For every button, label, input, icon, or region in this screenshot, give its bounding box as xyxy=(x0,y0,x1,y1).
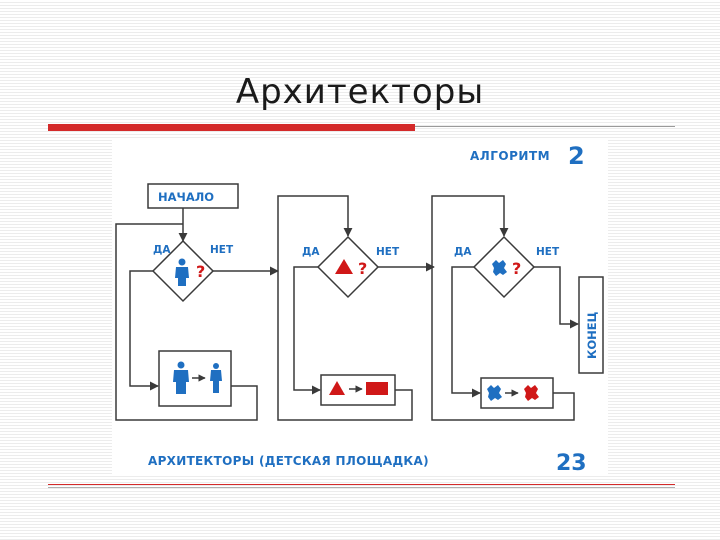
person-icon xyxy=(173,361,189,394)
no-label: НЕТ xyxy=(210,244,234,256)
start-label: НАЧАЛО xyxy=(158,190,214,204)
question-mark: ? xyxy=(358,259,367,278)
loop-back-line xyxy=(115,223,258,421)
yes-branch-line xyxy=(293,266,321,395)
no-branch-line xyxy=(534,266,579,329)
blob-icon xyxy=(487,385,502,401)
person-icon xyxy=(210,363,222,393)
end-box xyxy=(578,276,604,374)
end-label: КОНЕЦ xyxy=(585,312,599,359)
loop-section-1: ДА НЕТ ? xyxy=(115,223,279,421)
yes-label: ДА xyxy=(153,244,171,256)
yes-label: ДА xyxy=(454,246,472,258)
page-number: 23 xyxy=(556,451,587,476)
footer-rule-grey xyxy=(48,487,675,488)
yes-label: ДА xyxy=(302,246,320,258)
person-icon xyxy=(175,258,189,286)
triangle-icon xyxy=(329,381,345,395)
slide-title: Архитекторы xyxy=(235,72,485,112)
footer-rule-red xyxy=(48,484,675,485)
title-underline-grey xyxy=(415,126,675,127)
loop-section-3: ДА НЕТ ? xyxy=(431,195,579,421)
question-mark: ? xyxy=(512,259,521,278)
triangle-icon xyxy=(335,259,353,274)
no-label: НЕТ xyxy=(536,246,560,258)
blob-icon xyxy=(524,385,539,401)
figure-caption: АРХИТЕКТОРЫ (ДЕТСКАЯ ПЛОЩАДКА) xyxy=(148,454,429,468)
algorithm-label: АЛГОРИТМ xyxy=(470,149,550,163)
title-underline-red xyxy=(48,124,415,131)
loop-back-line xyxy=(277,195,353,421)
start-box xyxy=(147,183,239,209)
yes-branch-line xyxy=(451,266,481,398)
loop-section-2: ДА НЕТ ? xyxy=(277,195,435,421)
blob-icon xyxy=(492,260,507,276)
loop-exit-line xyxy=(512,392,575,421)
no-label: НЕТ xyxy=(376,246,400,258)
loop-back-line xyxy=(431,195,512,421)
algorithm-flowchart: АЛГОРИТМ 2 НАЧАЛО ДА НЕТ ? xyxy=(112,138,608,476)
yes-branch-line xyxy=(129,270,159,391)
loop-exit-line xyxy=(348,389,413,421)
rectangle-icon xyxy=(366,382,388,395)
algorithm-number: 2 xyxy=(568,142,585,170)
question-mark: ? xyxy=(196,262,205,281)
